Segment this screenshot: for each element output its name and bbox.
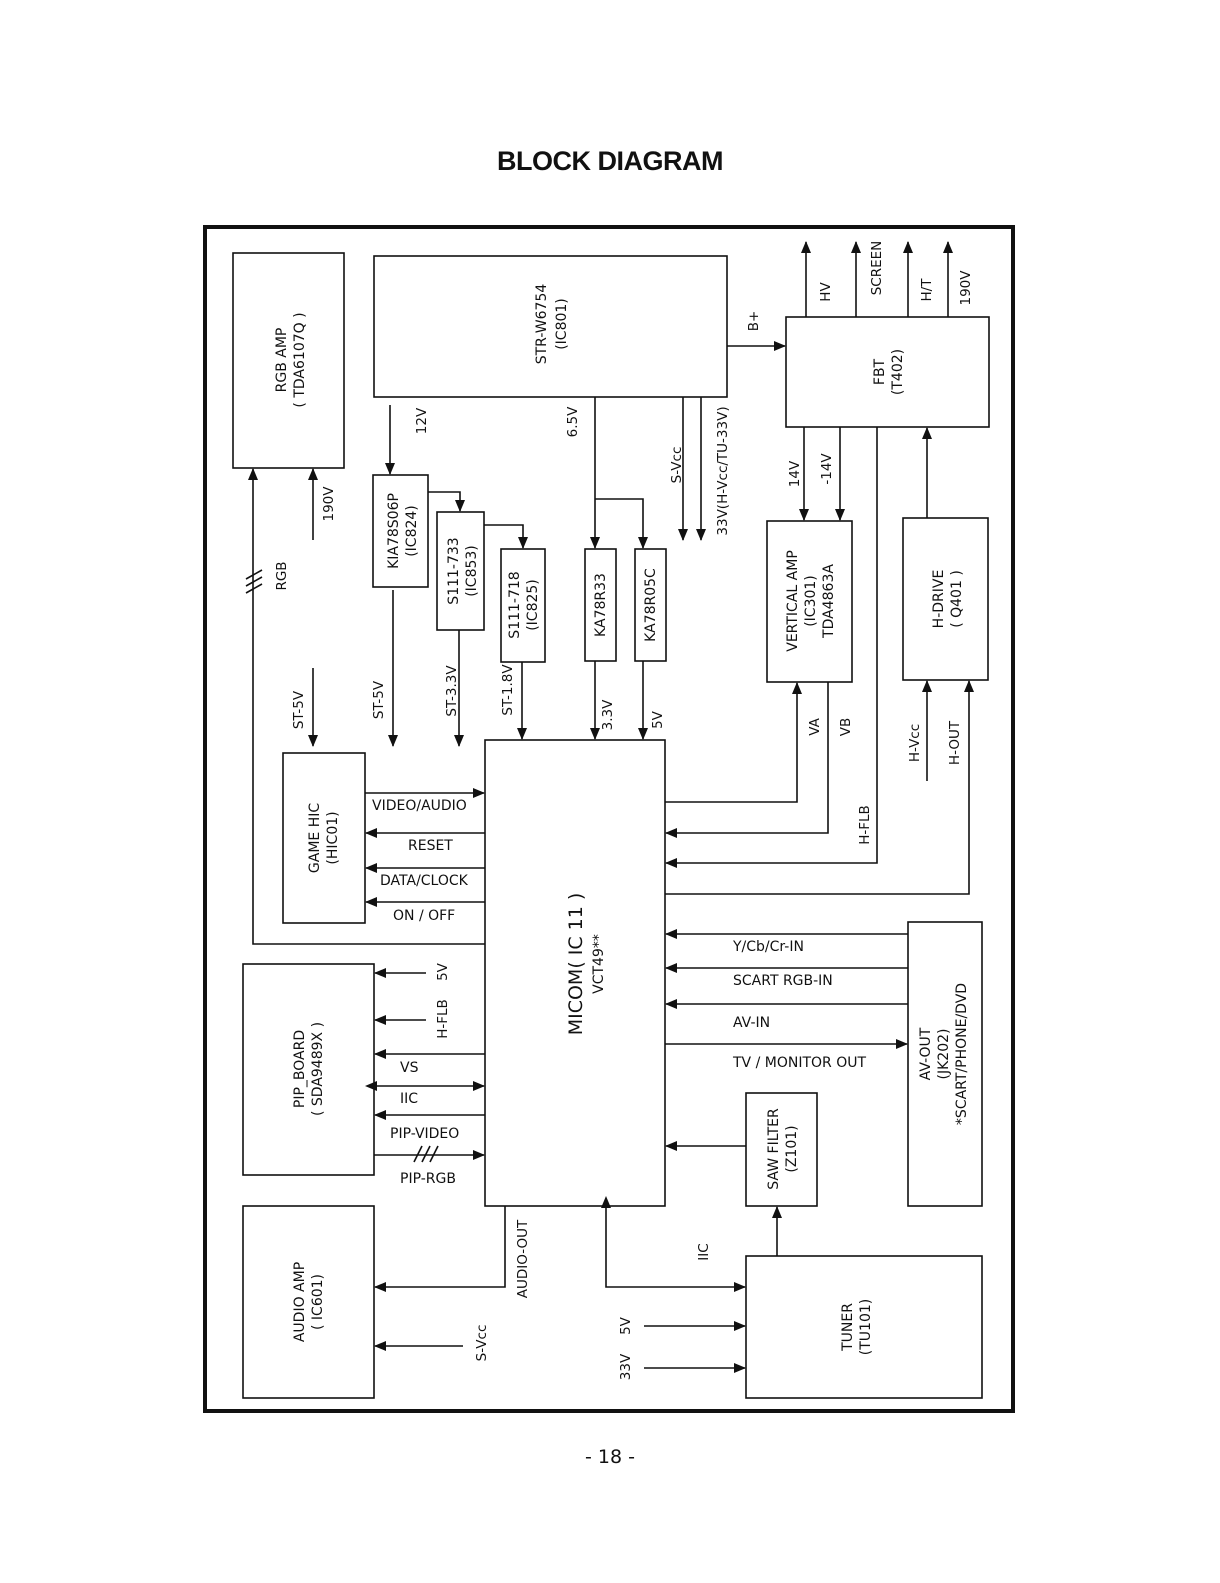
label-190v: 190V xyxy=(321,486,337,522)
audio-amp-part: ( IC601) xyxy=(310,1274,326,1330)
label-audio-s-vcc: S-Vcc xyxy=(474,1325,490,1362)
block-h-drive xyxy=(902,517,989,681)
page-title: BLOCK DIAGRAM xyxy=(497,146,723,176)
label-h-out: H-OUT xyxy=(947,720,963,765)
saw-filter-part: (Z101) xyxy=(784,1125,800,1172)
vertical-amp-part: (IC301) xyxy=(803,575,819,627)
block-ka78r33 xyxy=(584,548,617,662)
ka78r05c-name: KA78R05C xyxy=(643,568,659,642)
label-va: VA xyxy=(807,717,823,735)
kia-part: (IC824) xyxy=(404,505,420,557)
saw-filter-name: SAW FILTER xyxy=(766,1108,782,1190)
label-av-in: AV-IN xyxy=(733,1015,770,1031)
block-game-hic xyxy=(282,752,366,924)
label-s-vcc: S-Vcc xyxy=(669,447,685,484)
label-tv-monitor-out: TV / MONITOR OUT xyxy=(732,1055,866,1071)
s111-733-name: S111-733 xyxy=(446,537,462,604)
label-st-3-3v: ST-3.3V xyxy=(444,665,460,717)
label-ht: H/T xyxy=(919,278,935,302)
block-s111-718 xyxy=(500,548,546,663)
fbt-name: FBT xyxy=(872,358,888,385)
page-number: - 18 - xyxy=(585,1446,635,1468)
label-audio-out: AUDIO-OUT xyxy=(515,1219,531,1298)
label-pip-rgb: PIP-RGB xyxy=(400,1171,456,1187)
diagram-frame xyxy=(203,225,1015,1413)
block-str xyxy=(373,255,728,398)
rgb-amp-name: RGB AMP xyxy=(274,328,290,393)
block-tuner xyxy=(745,1255,983,1399)
label-iic: IIC xyxy=(400,1091,418,1107)
fbt-part: (T402) xyxy=(890,349,906,395)
label-st-5v: ST-5V xyxy=(291,690,307,729)
block-s111-733 xyxy=(436,511,485,631)
label-tuner-33v: 33V xyxy=(618,1353,634,1380)
str-part: (IC801) xyxy=(554,298,570,350)
s111-733-part: (IC853) xyxy=(464,545,480,597)
str-name: STR-W6754 xyxy=(534,284,550,365)
block-micom xyxy=(484,739,666,1207)
block-vertical-amp xyxy=(766,520,853,683)
tuner-part: (TU101) xyxy=(858,1299,874,1355)
label-hv: HV xyxy=(818,282,834,302)
h-drive-part: ( Q401 ) xyxy=(949,570,965,628)
block-rgb-amp xyxy=(232,252,345,469)
label-12v: 12V xyxy=(414,407,430,434)
label-pip-5v: 5V xyxy=(435,962,451,981)
audio-amp-name: AUDIO AMP xyxy=(292,1262,308,1342)
ka78r33-name: KA78R33 xyxy=(593,573,609,637)
block-ka78r05c xyxy=(634,548,667,662)
h-drive-name: H-DRIVE xyxy=(931,570,947,629)
label-6-5v: 6.5V xyxy=(565,406,581,437)
pip-board-name: PIP_BOARD xyxy=(292,1030,308,1108)
label-pip-video: PIP-VIDEO xyxy=(390,1126,459,1142)
label-tuner-5v: 5V xyxy=(618,1316,634,1335)
label-vb: VB xyxy=(838,718,854,737)
game-hic-name: GAME HIC xyxy=(307,803,323,873)
block-pip-board xyxy=(242,963,375,1176)
block-fbt xyxy=(785,316,990,428)
s111-718-name: S111-718 xyxy=(507,571,523,638)
s111-718-part: (IC825) xyxy=(525,579,541,631)
label-video-audio: VIDEO/AUDIO xyxy=(372,798,467,814)
micom-model: VCT49** xyxy=(591,934,607,994)
label-reset: RESET xyxy=(408,838,453,854)
vertical-amp-name: VERTICAL AMP xyxy=(785,550,801,652)
kia-name: KIA78S06P xyxy=(386,493,402,569)
label-st-5v-b: ST-5V xyxy=(371,680,387,719)
av-out-part: (JK202) xyxy=(936,1029,952,1080)
label-vs: VS xyxy=(400,1060,419,1076)
label-190v-fbt: 190V xyxy=(958,270,974,306)
label-on-off: ON / OFF xyxy=(393,908,455,924)
label-ycbcr-in: Y/Cb/Cr-IN xyxy=(732,939,804,955)
label-14v: 14V xyxy=(787,460,803,487)
label-data-clock: DATA/CLOCK xyxy=(380,873,469,889)
tuner-name: TUNER xyxy=(840,1303,856,1352)
pip-board-part: ( SDA9489X ) xyxy=(310,1022,326,1116)
pip-rgb-bus-slashes xyxy=(413,1145,439,1163)
label-5v: 5V xyxy=(650,710,666,729)
label-minus-14v: -14V xyxy=(819,453,835,485)
label-h-vcc: H-Vcc xyxy=(907,724,923,762)
vertical-amp-model: TDA4863A xyxy=(821,564,837,639)
av-out-name: AV-OUT xyxy=(918,1027,934,1080)
label-rgb: RGB xyxy=(274,561,290,590)
label-3-3v: 3.3V xyxy=(600,699,616,730)
label-b-plus: B+ xyxy=(746,311,762,332)
rgb-bus-slashes xyxy=(245,569,263,594)
micom-name: MICOM( IC 11 ) xyxy=(565,893,587,1036)
label-h-flb: H-FLB xyxy=(857,805,873,845)
label-tuner-iic: IIC xyxy=(696,1243,712,1260)
label-pip-h-flb: H-FLB xyxy=(435,999,451,1039)
label-screen: SCREEN xyxy=(869,241,885,296)
game-hic-part: (HIC01) xyxy=(325,811,341,864)
av-out-note: *SCART/PHONE/DVD xyxy=(954,983,970,1125)
label-scart-rgb-in: SCART RGB-IN xyxy=(733,973,833,989)
label-33v-hvcc: 33V(H-Vcc/TU-33V) xyxy=(715,406,731,535)
label-st-1-8v: ST-1.8V xyxy=(500,664,516,716)
block-av-out xyxy=(907,921,983,1207)
block-audio-amp xyxy=(242,1205,375,1399)
block-kia xyxy=(372,474,429,588)
rgb-amp-part: ( TDA6107Q ) xyxy=(292,312,308,407)
